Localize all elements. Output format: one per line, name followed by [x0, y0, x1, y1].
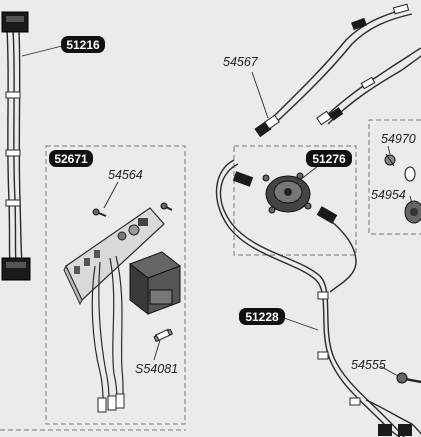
leader-s54081 — [153, 339, 161, 361]
fuse-s54081 — [153, 328, 174, 343]
dashed-group-boxes — [0, 119, 421, 431]
control-board — [63, 207, 165, 306]
badge-label-52671: 52671 — [54, 152, 88, 166]
leader-54567 — [251, 71, 269, 119]
part-label-54954: 54954 — [371, 188, 406, 202]
screw-54555 — [396, 372, 421, 384]
transformer — [128, 251, 182, 316]
leader-54555 — [379, 365, 399, 377]
part-label-54970: 54970 — [381, 132, 416, 146]
connector-51216-top — [1, 11, 29, 33]
board-wire-terminals — [97, 393, 125, 413]
right-group-parts — [384, 153, 421, 224]
leader-54954 — [409, 195, 413, 205]
badge-51216: 51216 — [61, 36, 105, 53]
group-box-thermostat — [233, 145, 357, 256]
badge-51276: 51276 — [306, 150, 352, 167]
connector-51216-bottom — [1, 257, 31, 281]
harness-54567 — [261, 7, 421, 131]
part-label-54567: 54567 — [223, 55, 259, 69]
thermostat-connectors — [232, 171, 338, 224]
leader-51216 — [21, 45, 63, 57]
part-label-s54081: S54081 — [135, 362, 178, 376]
badge-51228: 51228 — [239, 308, 285, 325]
leader-51276 — [299, 165, 319, 181]
badge-label-51216: 51216 — [66, 38, 100, 52]
leader-54564 — [103, 181, 119, 209]
part-label-54564: 54564 — [108, 168, 143, 182]
harness-51216 — [6, 29, 23, 263]
leader-54970 — [387, 145, 391, 155]
harness-51228-clips — [317, 291, 361, 406]
badge-label-51228: 51228 — [245, 310, 279, 324]
badge-label-51276: 51276 — [312, 152, 346, 166]
leader-51228 — [283, 317, 319, 331]
harness-51216-clips — [5, 91, 21, 207]
harness-51228-ends — [378, 424, 412, 436]
harness-54567-ends — [254, 3, 410, 138]
thermostat-51276 — [262, 172, 312, 214]
badge-52671: 52671 — [49, 150, 93, 167]
part-label-54555: 54555 — [351, 358, 386, 372]
group-box-right-partial — [368, 119, 421, 235]
board-screw-54564 — [92, 202, 173, 217]
